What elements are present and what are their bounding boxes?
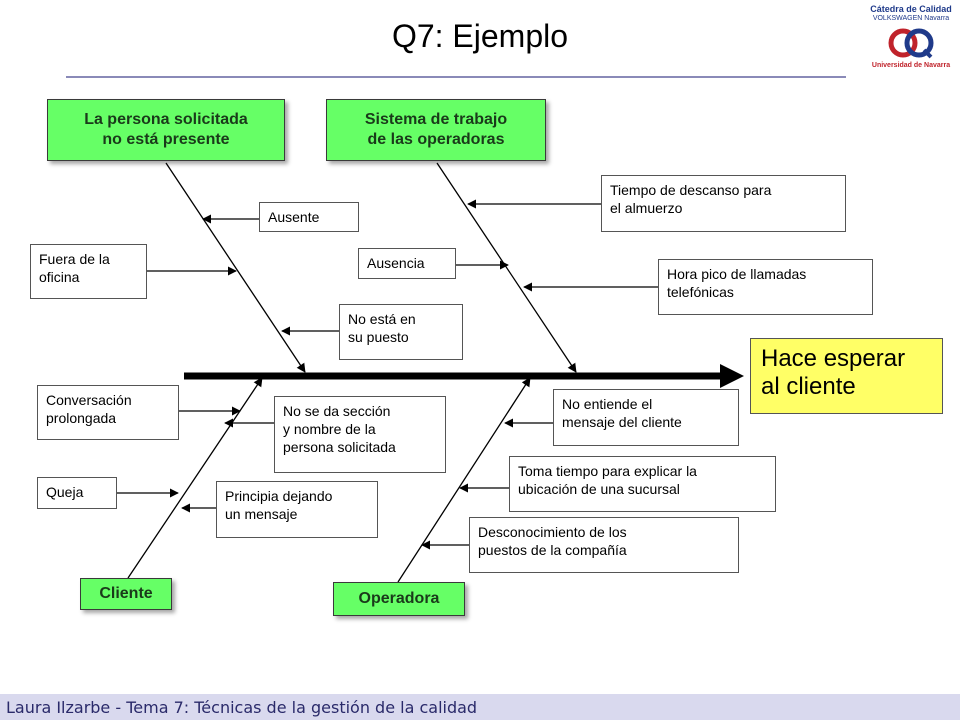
bone-operadora <box>397 377 531 583</box>
cause-principia-line-2: un mensaje <box>225 506 298 522</box>
cause-ausente-line-1: Ausente <box>268 209 320 225</box>
university-logo-icon <box>888 28 934 59</box>
cause-ausencia: Ausencia <box>358 248 456 279</box>
category-cliente: Cliente <box>80 578 172 610</box>
category-sistema-line-2: de las operadoras <box>367 131 505 148</box>
cause-ausente: Ausente <box>259 202 359 232</box>
effect-line-1: Hace esperar <box>761 345 906 372</box>
cause-hora-pico-line-2: telefónicas <box>667 284 734 300</box>
cause-no-se-da-line-1: No se da sección <box>283 403 391 419</box>
cause-fuera-line-1: Fuera de la <box>39 251 110 267</box>
cause-conversacion: Conversación prolongada <box>37 385 179 440</box>
cause-no-se-da: No se da sección y nombre de la persona … <box>274 396 446 473</box>
cause-fuera: Fuera de la oficina <box>30 244 147 299</box>
category-persona-line-1: La persona solicitada <box>84 111 248 128</box>
cause-toma-tiempo-line-1: Toma tiempo para explicar la <box>518 463 697 479</box>
category-operadora-label: Operadora <box>358 590 440 607</box>
cause-fuera-line-2: oficina <box>39 269 80 285</box>
university-logo: Cátedra de Calidad VOLKSWAGEN Navarra Un… <box>866 4 956 74</box>
category-sistema-line-1: Sistema de trabajo <box>364 111 508 128</box>
logo-line-2: VOLKSWAGEN Navarra <box>872 15 950 22</box>
logo-line-1: Cátedra de Calidad <box>870 4 952 14</box>
cause-hora-pico-line-1: Hora pico de llamadas <box>667 266 807 282</box>
cause-hora-pico: Hora pico de llamadas telefónicas <box>658 259 873 315</box>
category-persona: La persona solicitada no está presente <box>47 99 285 161</box>
effect-box: Hace esperar al cliente <box>750 338 943 414</box>
cause-no-entiende-line-2: mensaje del cliente <box>562 414 682 430</box>
category-cliente-label: Cliente <box>99 585 153 602</box>
cause-conversacion-line-1: Conversación <box>46 392 132 408</box>
cause-no-esta-line-2: su puesto <box>348 329 409 345</box>
effect-line-2: al cliente <box>761 373 856 400</box>
spine-arrowhead <box>720 364 744 388</box>
cause-no-esta: No está en su puesto <box>339 304 463 360</box>
category-operadora: Operadora <box>333 582 465 616</box>
cause-no-esta-line-1: No está en <box>348 311 416 327</box>
bone-persona <box>165 162 306 373</box>
cause-queja-line-1: Queja <box>46 484 84 500</box>
logo-line-3: Universidad de Navarra <box>871 62 951 69</box>
footer-text: Laura Ilzarbe - Tema 7: Técnicas de la g… <box>6 698 478 717</box>
cause-no-se-da-line-3: persona solicitada <box>283 439 396 455</box>
cause-desconocimiento-line-1: Desconocimiento de los <box>478 524 627 540</box>
footer-bar: Laura Ilzarbe - Tema 7: Técnicas de la g… <box>0 694 960 720</box>
cause-ausencia-line-1: Ausencia <box>367 255 425 271</box>
cause-principia: Principia dejando un mensaje <box>216 481 378 538</box>
cause-queja: Queja <box>37 477 117 509</box>
cause-toma-tiempo-line-2: ubicación de una sucursal <box>518 481 680 497</box>
cause-no-entiende: No entiende el mensaje del cliente <box>553 389 739 446</box>
cause-tiempo-descanso: Tiempo de descanso para el almuerzo <box>601 175 846 232</box>
cause-tiempo-descanso-line-1: Tiempo de descanso para <box>610 182 772 198</box>
cause-no-entiende-line-1: No entiende el <box>562 396 653 412</box>
cause-desconocimiento-line-2: puestos de la compañía <box>478 542 627 558</box>
title-divider <box>66 76 846 78</box>
cause-principia-line-1: Principia dejando <box>225 488 333 504</box>
cause-desconocimiento: Desconocimiento de los puestos de la com… <box>469 517 739 573</box>
cause-tiempo-descanso-line-2: el almuerzo <box>610 200 683 216</box>
cause-toma-tiempo: Toma tiempo para explicar la ubicación d… <box>509 456 776 512</box>
cause-no-se-da-line-2: y nombre de la <box>283 421 376 437</box>
cause-conversacion-line-2: prolongada <box>46 410 117 426</box>
category-persona-line-2: no está presente <box>102 131 230 148</box>
page-title: Q7: Ejemplo <box>391 18 569 54</box>
category-sistema: Sistema de trabajo de las operadoras <box>326 99 546 161</box>
